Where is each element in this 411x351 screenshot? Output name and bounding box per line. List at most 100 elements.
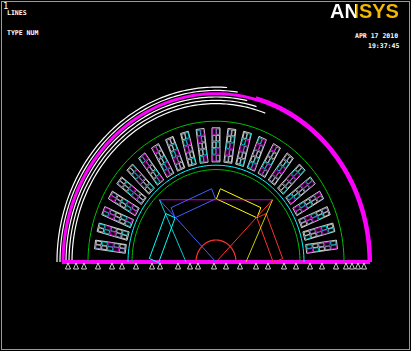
winding-conductor [145,187,151,193]
winding-conductor [251,156,256,162]
winding-conductor [253,150,258,156]
constraint-symbol [282,263,287,269]
rotor-outer-arc [132,170,300,262]
winding-conductor [148,184,154,190]
winding-conductor [162,164,167,170]
winding-conductor [127,202,133,208]
winding-conductor [262,170,267,176]
winding-conductor [307,249,312,253]
winding-conductor [280,167,285,173]
stator-slot [303,223,335,240]
winding-conductor [114,216,120,221]
winding-conductor [290,178,296,184]
stator-slot [268,153,293,185]
winding-conductor [213,129,216,135]
winding-conductor [197,130,201,136]
winding-conductor [313,248,318,252]
numbering-label: TYPE NUM [7,30,38,37]
winding-conductor [110,196,116,202]
winding-conductor [306,202,312,208]
ansys-logo: ANSYS [330,1,399,21]
winding-conductor [286,182,292,188]
winding-conductor [273,170,278,176]
winding-conductor [283,162,288,168]
winding-conductor [327,224,333,229]
winding-conductor [185,146,189,152]
winding-conductor [154,177,159,183]
stator-slot [127,164,155,194]
rotor-magnet [257,214,283,263]
rotor-pole-line [159,199,272,200]
winding-conductor [204,156,208,162]
winding-conductor [272,178,277,184]
stator-slot [102,207,134,228]
stator-slot [286,177,315,205]
constraint-symbol [294,263,299,269]
winding-conductor [202,143,206,149]
winding-conductor [102,242,107,246]
winding-conductor [301,182,307,188]
winding-conductor [200,156,204,162]
shaft-arc [196,240,236,262]
winding-conductor [182,133,186,139]
winding-conductor [231,137,235,143]
winding-conductor [304,199,310,205]
winding-conductor [156,153,161,159]
stator-slot [117,177,146,205]
winding-conductor [227,136,231,142]
winding-conductor [114,244,119,248]
winding-conductor [306,178,312,184]
winding-conductor [135,190,141,196]
winding-conductor [122,199,128,205]
winding-conductor [125,182,131,188]
constraint-symbol [134,263,139,269]
winding-conductor [316,228,322,233]
winding-conductor [315,192,321,198]
constraint-symbol [308,263,313,269]
winding-conductor [287,175,293,181]
winding-conductor [110,231,116,236]
winding-conductor [143,162,148,168]
winding-conductor [292,190,298,196]
winding-conductor [140,157,145,163]
winding-conductor [118,181,124,187]
winding-conductor [243,133,247,139]
winding-conductor [304,185,310,191]
winding-conductor [131,165,137,171]
boundary-arc [60,90,238,262]
winding-conductor [165,162,170,168]
winding-conductor [259,168,264,174]
winding-conductor [284,154,289,160]
stator-slot [306,240,338,253]
rotor-pole-line [159,200,186,262]
winding-conductor [319,243,324,247]
winding-conductor [109,214,115,219]
winding-conductor [125,221,131,226]
winding-conductor [321,226,327,231]
winding-conductor [213,155,216,161]
constraint-symbol [254,263,259,269]
stator-inner-arc [128,165,304,262]
boundary-arc [72,104,265,262]
winding-conductor [201,130,205,136]
winding-conductor [301,206,307,212]
winding-conductor [308,181,314,187]
winding-conductor [132,205,138,211]
date-stamp: APR 17 2010 [355,33,398,40]
winding-conductor [294,173,300,179]
winding-conductor [279,184,285,190]
winding-conductor [159,151,164,157]
winding-conductor [229,150,233,156]
winding-conductor [289,197,295,203]
winding-conductor [171,151,176,157]
winding-conductor [297,186,303,192]
winding-conductor [96,245,101,249]
winding-conductor [311,213,317,218]
winding-conductor [128,168,134,174]
constraint-symbol [362,263,367,269]
winding-conductor [146,159,151,165]
stator-slot [299,207,331,228]
winding-conductor [188,159,192,165]
winding-conductor [120,202,126,208]
